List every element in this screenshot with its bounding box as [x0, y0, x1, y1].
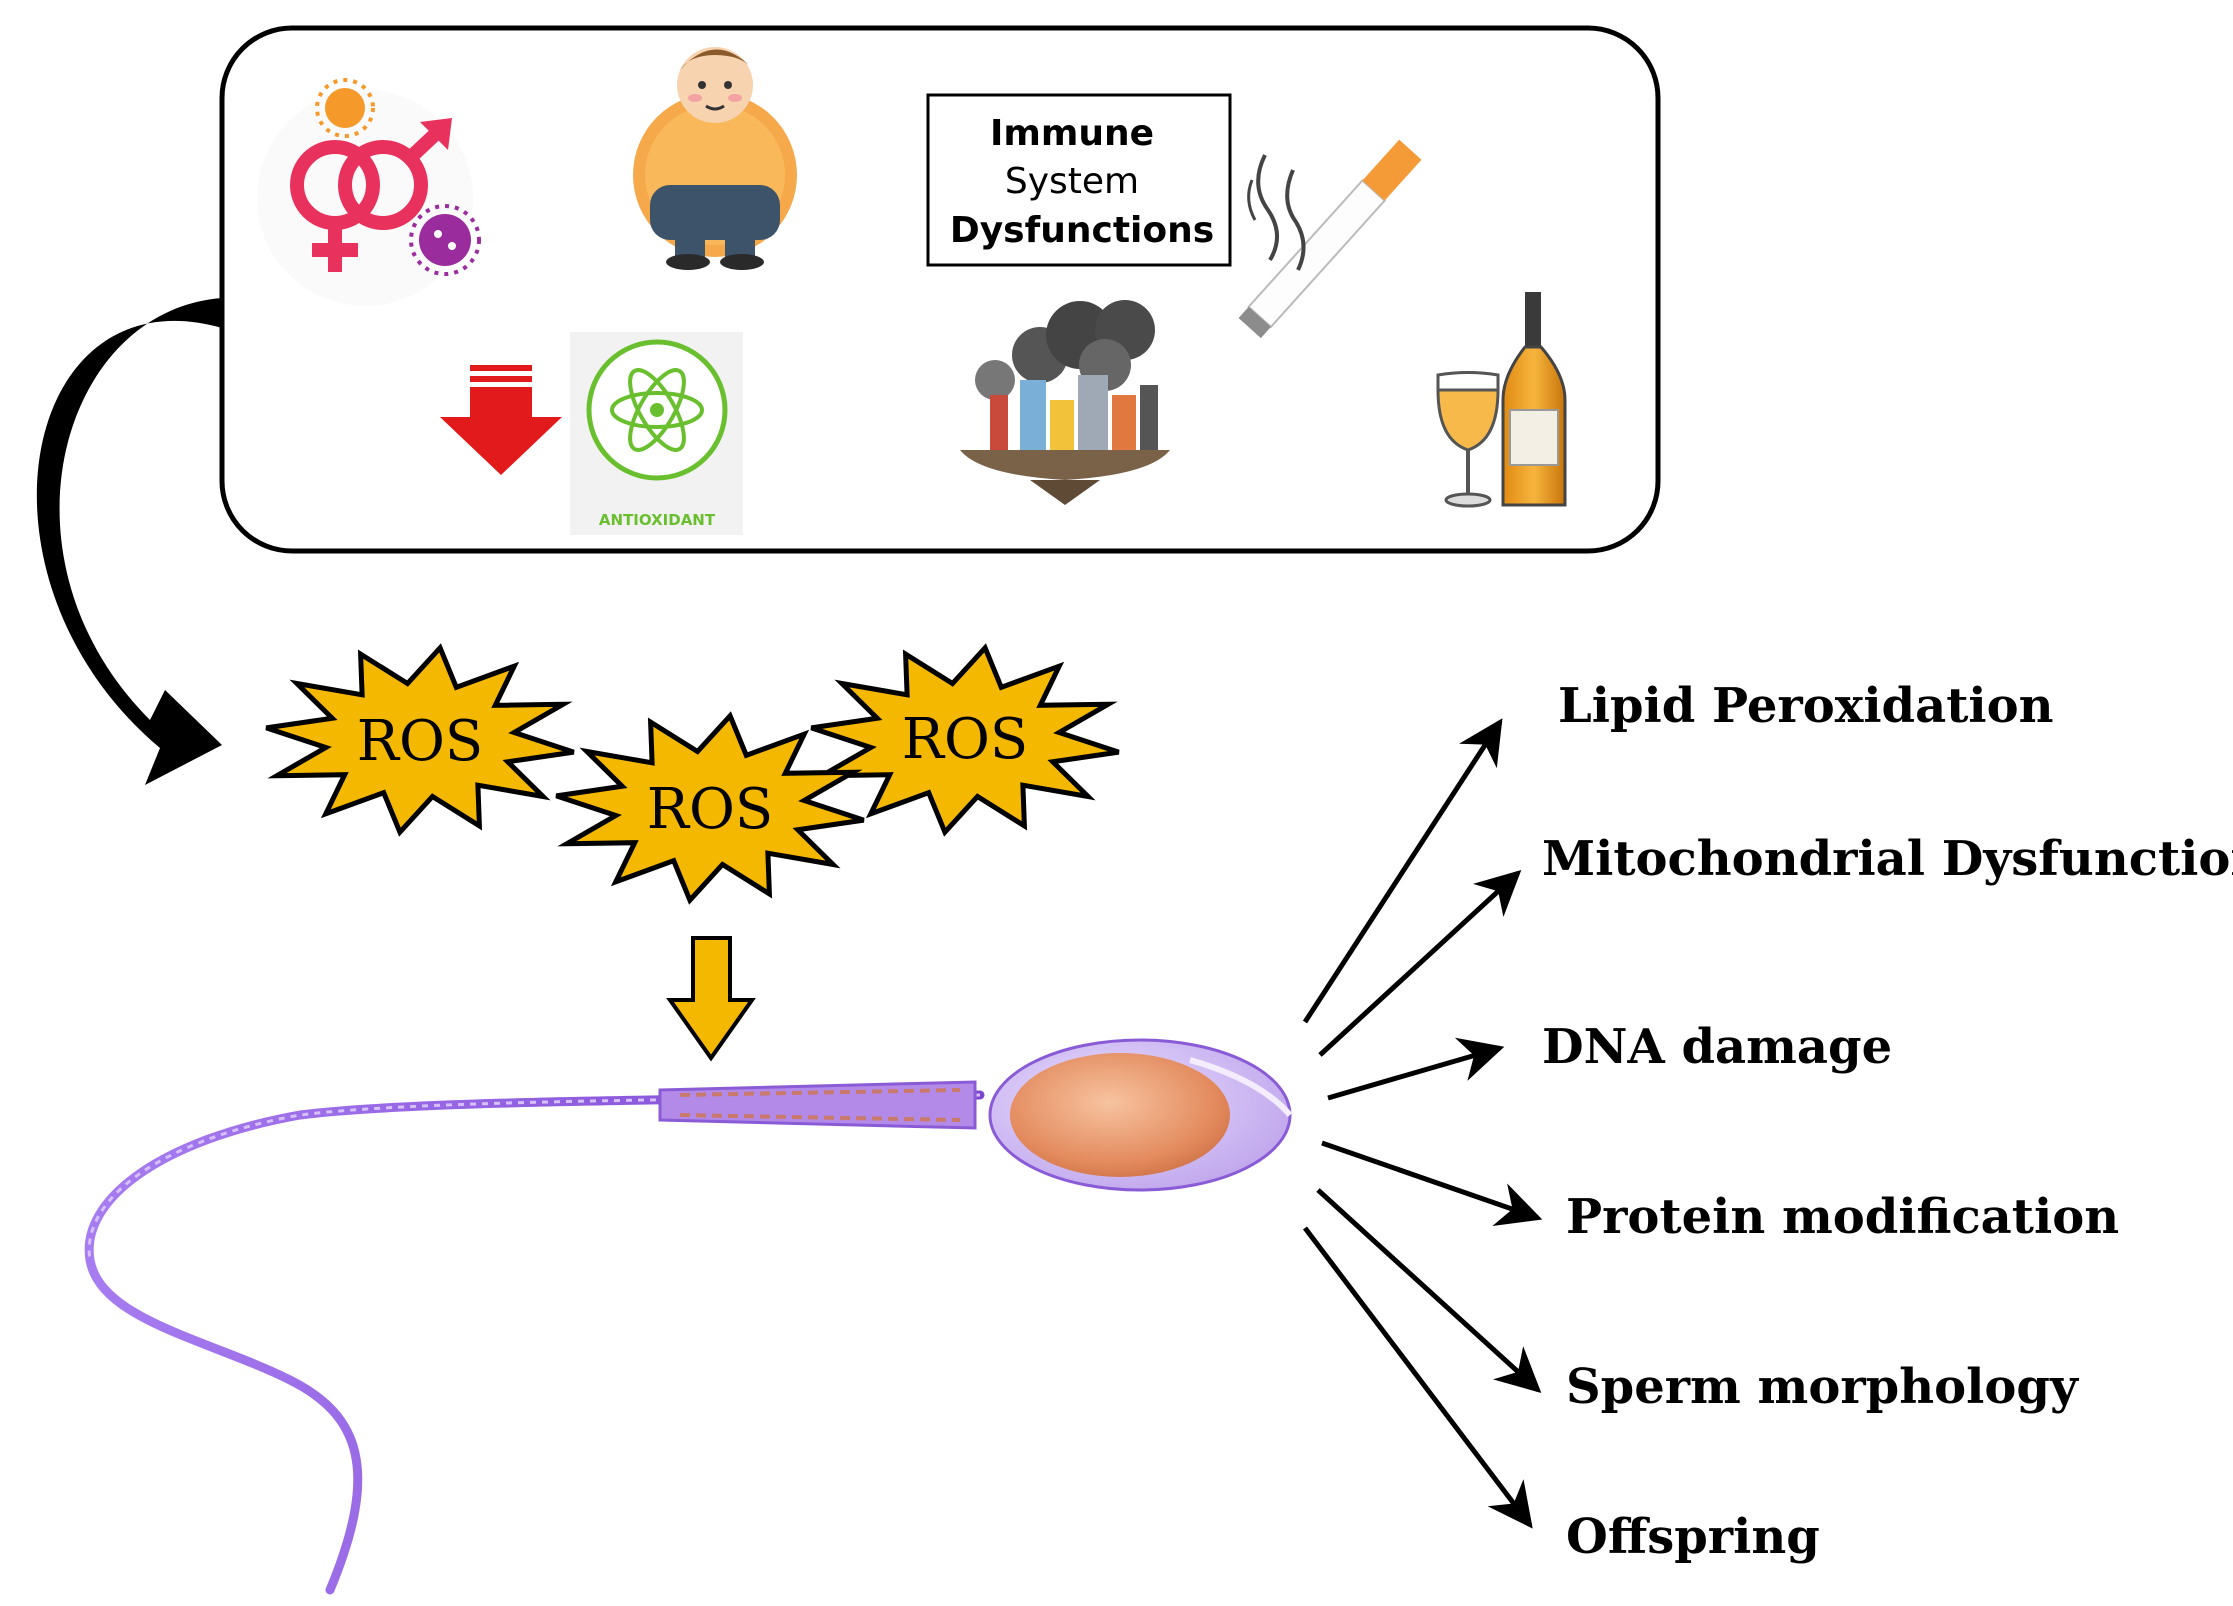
pollution-icon	[960, 300, 1170, 505]
ros-label-1: ROS	[357, 709, 483, 774]
cigarette-icon	[1238, 139, 1422, 339]
sperm-cell	[84, 1038, 1293, 1595]
effect-arrow-1	[1302, 718, 1503, 1024]
effect-arrow-2	[1318, 869, 1522, 1057]
immune-line-1: Immune	[990, 113, 1154, 154]
immune-line-2: System	[1005, 161, 1139, 202]
alcohol-icon	[1436, 292, 1567, 508]
effect-dna-damage: DNA damage	[1542, 1019, 1892, 1075]
sexual-infection-icon	[257, 78, 481, 306]
antioxidant-icon: ANTIOXIDANT	[570, 332, 743, 535]
effect-sperm-morphology: Sperm morphology	[1566, 1359, 2080, 1415]
effect-offspring: Offspring	[1566, 1509, 1820, 1565]
ros-label-3: ROS	[902, 707, 1028, 772]
effect-protein-modification: Protein modification	[1566, 1189, 2119, 1245]
curved-arrow-icon	[36, 298, 223, 785]
immune-line-3: Dysfunctions	[950, 210, 1214, 251]
sperm-midpiece	[658, 1080, 977, 1130]
ros-burst-2: ROS	[555, 711, 865, 905]
sperm-tail	[84, 1090, 985, 1595]
effect-arrow-6	[1303, 1226, 1533, 1529]
ros-label-2: ROS	[647, 777, 773, 842]
immune-dysfunction-box: Immune System Dysfunctions	[926, 93, 1232, 267]
reduction-arrow-icon	[440, 365, 562, 475]
ros-burst-3: ROS	[810, 643, 1120, 837]
effect-mitochondrial-dysfunction: Mitochondrial Dysfunction	[1542, 831, 2233, 887]
sperm-head-nucleus	[1010, 1053, 1230, 1177]
effect-arrow-3	[1327, 1037, 1505, 1101]
antioxidant-label: ANTIOXIDANT	[599, 511, 716, 529]
ros-down-arrow-icon	[666, 936, 756, 1062]
effect-arrow-5	[1316, 1188, 1542, 1394]
obesity-icon	[633, 47, 797, 270]
ros-burst-1: ROS	[265, 643, 575, 837]
effect-arrows	[1302, 718, 1543, 1529]
effect-lipid-peroxidation: Lipid Peroxidation	[1558, 678, 2054, 734]
effect-arrow-4	[1321, 1140, 1543, 1226]
